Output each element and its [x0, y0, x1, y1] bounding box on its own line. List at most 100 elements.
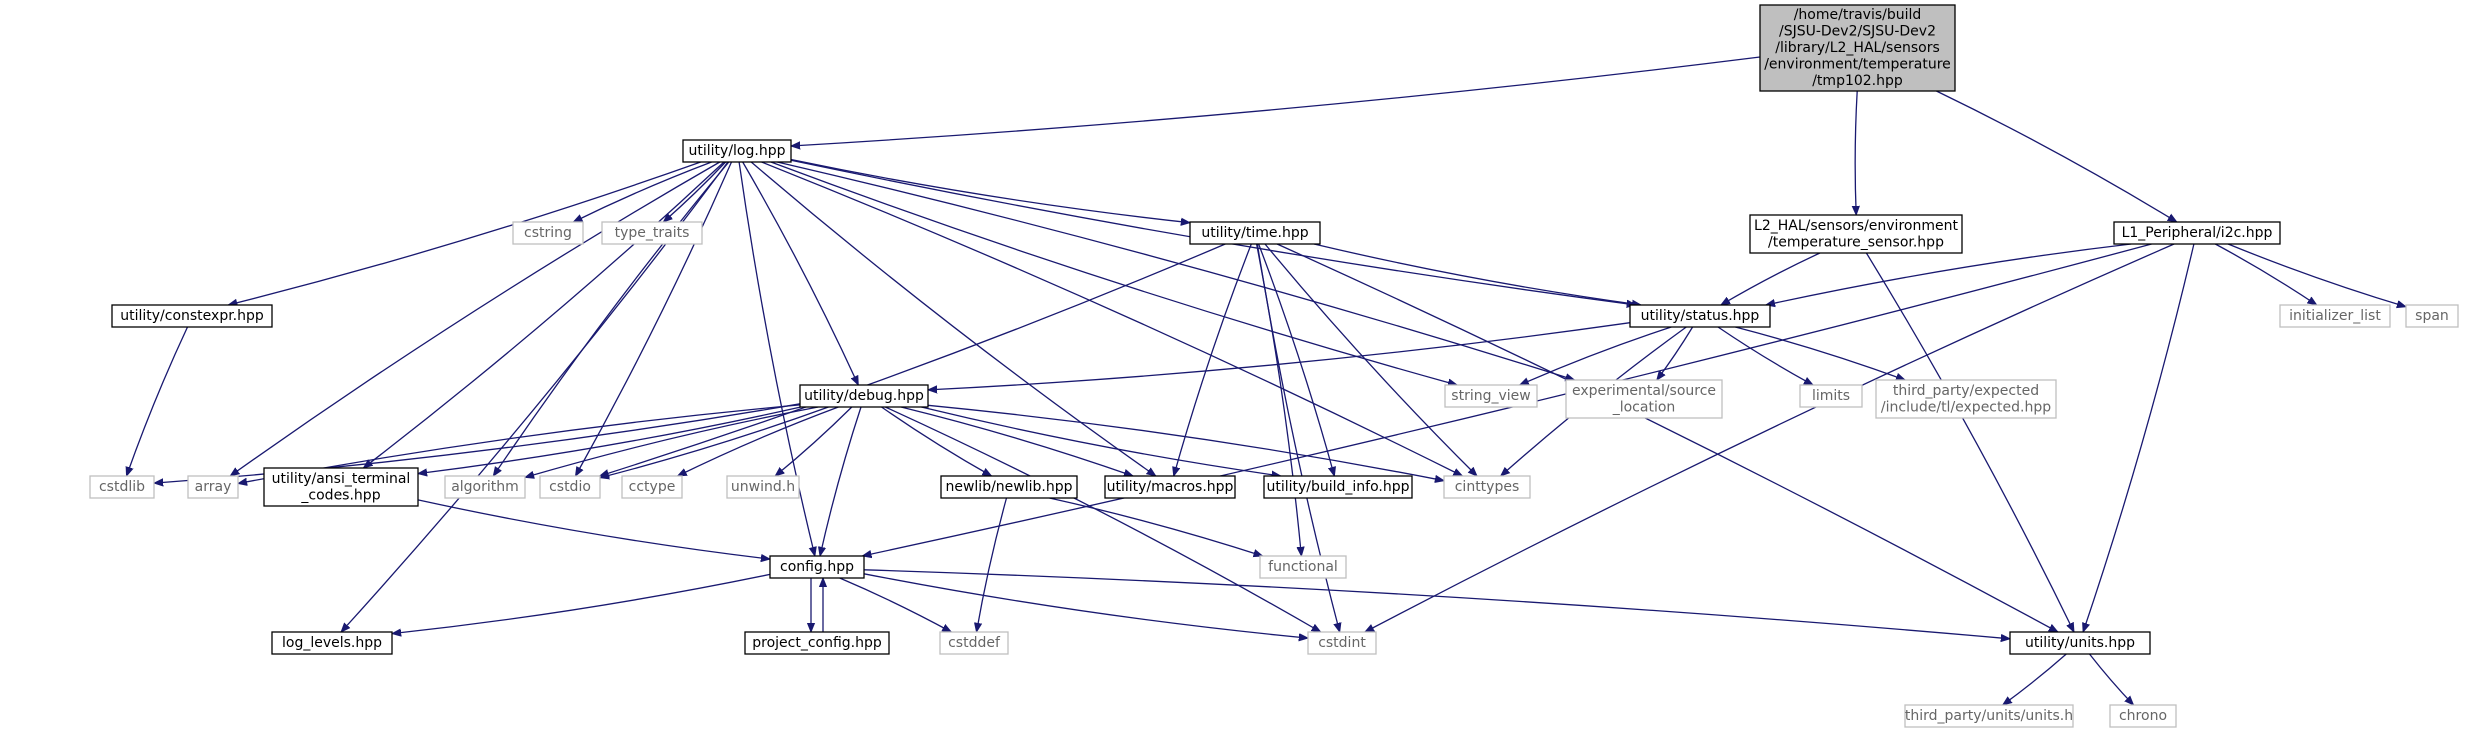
node-box [1443, 475, 1531, 499]
node-tsensor[interactable]: L2_HAL/sensors/environment/temperature_s… [1749, 214, 1963, 254]
node-units[interactable]: utility/units.hpp [2009, 631, 2151, 655]
node-label: type_traits [615, 225, 690, 241]
node-constexpr[interactable]: utility/constexpr.hpp [111, 304, 273, 328]
node-newlib[interactable]: newlib/newlib.hpp [940, 475, 1078, 499]
edge-units-to-chrono [2088, 653, 2134, 705]
node-i2c[interactable]: L1_Peripheral/i2c.hpp [2113, 221, 2281, 245]
edge-time-to-cstdio [600, 243, 1226, 476]
node-status[interactable]: utility/status.hpp [1629, 304, 1771, 328]
node-box [1759, 4, 1956, 92]
node-label: functional [1268, 559, 1338, 575]
edge-root-to-log [791, 56, 1761, 146]
node-box [799, 384, 929, 408]
node-label: chrono [2119, 708, 2167, 724]
node-label: /environment/temperature [1764, 57, 1951, 73]
node-label: utility/status.hpp [1641, 308, 1760, 324]
edge-debug-to-cstdint [885, 406, 1320, 632]
node-box [1565, 379, 1723, 419]
edge-time-to-cstdint [1256, 243, 1339, 632]
node-box [726, 475, 800, 499]
node-label: /SJSU-Dev2/SJSU-Dev2 [1779, 24, 1936, 40]
edge-status-to-debug [928, 322, 1631, 390]
node-cctype: cctype [621, 475, 683, 499]
edge-status-to-limits [1717, 326, 1813, 385]
edge-debug-to-unwind [775, 406, 853, 476]
node-box [444, 475, 526, 499]
node-label: span [2415, 308, 2449, 324]
edge-root-to-i2c [1936, 90, 2176, 222]
edge-debug-to-config [820, 406, 862, 556]
node-label: /tmp102.hpp [1812, 73, 1903, 89]
node-box [1629, 304, 1771, 328]
node-initializer-list: initializer_list [2279, 304, 2391, 328]
node-box [940, 475, 1078, 499]
edge-log-to-source_location [777, 161, 1574, 380]
node-box [1307, 631, 1377, 655]
node-label: newlib/newlib.hpp [945, 479, 1072, 495]
node-debug[interactable]: utility/debug.hpp [799, 384, 929, 408]
edge-log-to-config [738, 161, 815, 556]
node-cstdlib: cstdlib [89, 475, 155, 499]
node-box [187, 475, 239, 499]
node-label: cstdio [549, 479, 591, 495]
node-log[interactable]: utility/log.hpp [682, 139, 792, 163]
node-box [621, 475, 683, 499]
node-box [682, 139, 792, 163]
node-label: cstring [524, 225, 572, 241]
node-label: utility/constexpr.hpp [120, 308, 264, 324]
node-chrono: chrono [2109, 704, 2177, 728]
edge-log-to-array [230, 161, 721, 476]
node-config[interactable]: config.hpp [769, 555, 865, 579]
node-units-h: third_party/units/units.h [1904, 704, 2074, 728]
edge-i2c-to-units [2083, 243, 2195, 632]
node-limits: limits [1799, 384, 1863, 408]
edge-i2c-to-config [862, 243, 2152, 556]
edge-debug-to-build_info [921, 406, 1280, 476]
node-label: utility/macros.hpp [1107, 479, 1234, 495]
node-box [512, 221, 584, 245]
edge-i2c-to-initializer_list [2214, 243, 2316, 305]
edge-log-to-cstring [573, 161, 712, 223]
node-algorithm: algorithm [444, 475, 526, 499]
node-box [263, 467, 419, 507]
node-array: array [187, 475, 239, 499]
node-label: /library/L2_HAL/sensors [1775, 40, 1940, 56]
edge-config-to-units [863, 569, 2010, 639]
node-label: third_party/expected [1893, 383, 2039, 399]
edge-debug-to-newlib [881, 406, 992, 476]
node-label: utility/debug.hpp [804, 388, 924, 404]
node-box [2113, 221, 2281, 245]
edge-root-to-tsensor [1855, 90, 1857, 215]
node-cstdio: cstdio [539, 475, 601, 499]
node-log-levels[interactable]: log_levels.hpp [271, 631, 393, 655]
node-build-info[interactable]: utility/build_info.hpp [1263, 475, 1413, 499]
node-project-config[interactable]: project_config.hpp [744, 631, 890, 655]
edge-time-to-status [1313, 243, 1641, 305]
node-label: limits [1812, 388, 1850, 404]
edge-log-to-algorithm [493, 161, 730, 476]
node-label: project_config.hpp [752, 635, 882, 651]
node-label: cctype [629, 479, 676, 495]
node-box [1259, 555, 1347, 579]
node-box [89, 475, 155, 499]
node-macros[interactable]: utility/macros.hpp [1104, 475, 1236, 499]
edge-i2c-to-status [1766, 243, 2132, 305]
node-label: utility/time.hpp [1201, 225, 1308, 241]
edge-status-to-source_location [1657, 326, 1694, 380]
edge-debug-to-cstdio [600, 406, 829, 478]
node-functional: functional [1259, 555, 1347, 579]
edge-time-to-macros [1174, 243, 1252, 476]
node-cstddef: cstddef [939, 631, 1009, 655]
node-time[interactable]: utility/time.hpp [1189, 221, 1321, 245]
node-cinttypes: cinttypes [1443, 475, 1531, 499]
edge-log-to-cinttypes [761, 161, 1463, 477]
node-box [2405, 304, 2459, 328]
node-ansi[interactable]: utility/ansi_terminal_codes.hpp [263, 467, 419, 507]
node-label: cstddef [948, 635, 1001, 651]
node-label: utility/log.hpp [689, 143, 786, 159]
node-cstdint: cstdint [1307, 631, 1377, 655]
edge-debug-to-cinttypes [927, 404, 1444, 480]
node-root[interactable]: /home/travis/build/SJSU-Dev2/SJSU-Dev2/l… [1759, 4, 1956, 92]
edge-units-to-units_h [2003, 653, 2067, 705]
